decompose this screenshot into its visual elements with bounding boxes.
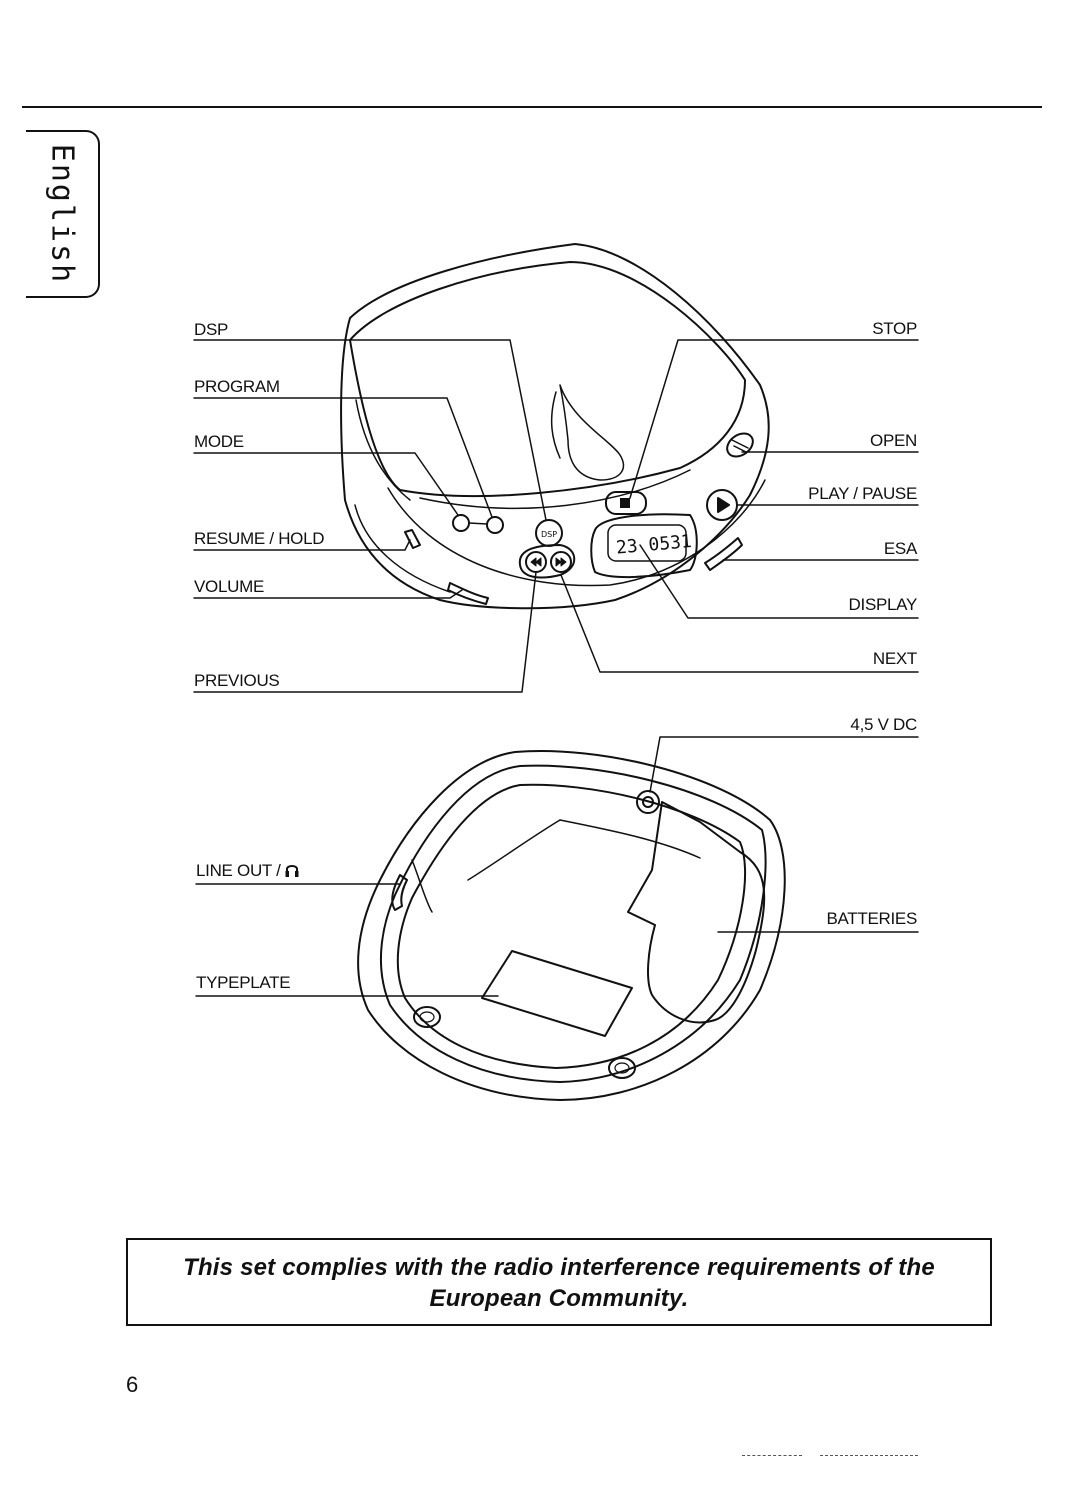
stop-icon xyxy=(620,498,630,508)
language-tab: English xyxy=(26,130,100,298)
play-pause-button xyxy=(706,489,738,521)
previous-icon xyxy=(530,557,542,567)
stop-button xyxy=(605,491,647,515)
label-line-out-text: LINE OUT / xyxy=(196,861,281,880)
label-stop: STOP xyxy=(872,319,917,338)
label-batteries: BATTERIES xyxy=(826,909,917,928)
volume-wheel xyxy=(447,582,489,605)
player-back-illustration xyxy=(357,750,786,1101)
esa-switch xyxy=(704,537,743,571)
label-dsp: DSP xyxy=(194,320,229,339)
label-play-pause: PLAY / PAUSE xyxy=(808,484,917,503)
label-resume-hold: RESUME / HOLD xyxy=(194,529,325,548)
label-volume: VOLUME xyxy=(194,577,264,596)
compliance-notice-line1: This set complies with the radio interfe… xyxy=(183,1254,935,1281)
next-button xyxy=(550,551,572,573)
label-next: NEXT xyxy=(872,649,917,668)
player-front-illustration: 23 0531 DSP xyxy=(340,243,770,610)
footer-smudge-left xyxy=(742,1455,802,1456)
line-out-socket xyxy=(391,874,408,911)
label-program: PROGRAM xyxy=(194,377,280,396)
dsp-button: DSP xyxy=(535,519,563,547)
play-icon xyxy=(717,497,730,513)
battery-compartment xyxy=(627,801,766,1024)
label-dc-power: 4,5 V DC xyxy=(850,715,917,734)
label-esa: ESA xyxy=(883,539,917,558)
lid-edge xyxy=(349,261,746,498)
rubber-foot-left xyxy=(413,1006,441,1028)
skip-buttons-housing xyxy=(518,544,576,579)
compliance-notice-line2: European Community. xyxy=(429,1285,689,1312)
label-mode: MODE xyxy=(194,432,244,451)
previous-button xyxy=(525,551,547,573)
dc-socket-icon xyxy=(642,796,654,808)
resume-hold-switch xyxy=(404,529,421,549)
label-previous: PREVIOUS xyxy=(194,671,280,690)
compliance-notice: This set complies with the radio interfe… xyxy=(126,1238,992,1326)
front-leader-lines xyxy=(193,339,919,693)
footer-smudge-right xyxy=(820,1455,918,1456)
display-panel: 23 0531 xyxy=(590,513,698,579)
back-leader-lines xyxy=(195,736,919,997)
page-number: 6 xyxy=(126,1372,139,1397)
program-button xyxy=(486,516,504,534)
top-rule xyxy=(22,106,1042,108)
open-switch xyxy=(726,432,754,458)
dsp-button-icon: DSP xyxy=(541,530,557,539)
headphones-icon xyxy=(285,865,299,877)
label-open: OPEN xyxy=(870,431,917,450)
back-inner-rim xyxy=(396,783,747,1069)
lid-logo-drop xyxy=(559,384,625,481)
mode-button xyxy=(452,514,470,532)
label-line-out: LINE OUT / xyxy=(196,862,299,880)
dc-socket xyxy=(636,790,660,814)
rubber-foot-right xyxy=(608,1057,636,1079)
label-display: DISPLAY xyxy=(848,595,918,614)
back-body-rim xyxy=(380,764,767,1083)
next-icon xyxy=(555,557,567,567)
typeplate xyxy=(481,950,633,1037)
display-readout: 23 0531 xyxy=(615,531,692,559)
back-body-outer xyxy=(357,750,786,1101)
label-typeplate: TYPEPLATE xyxy=(196,973,291,992)
